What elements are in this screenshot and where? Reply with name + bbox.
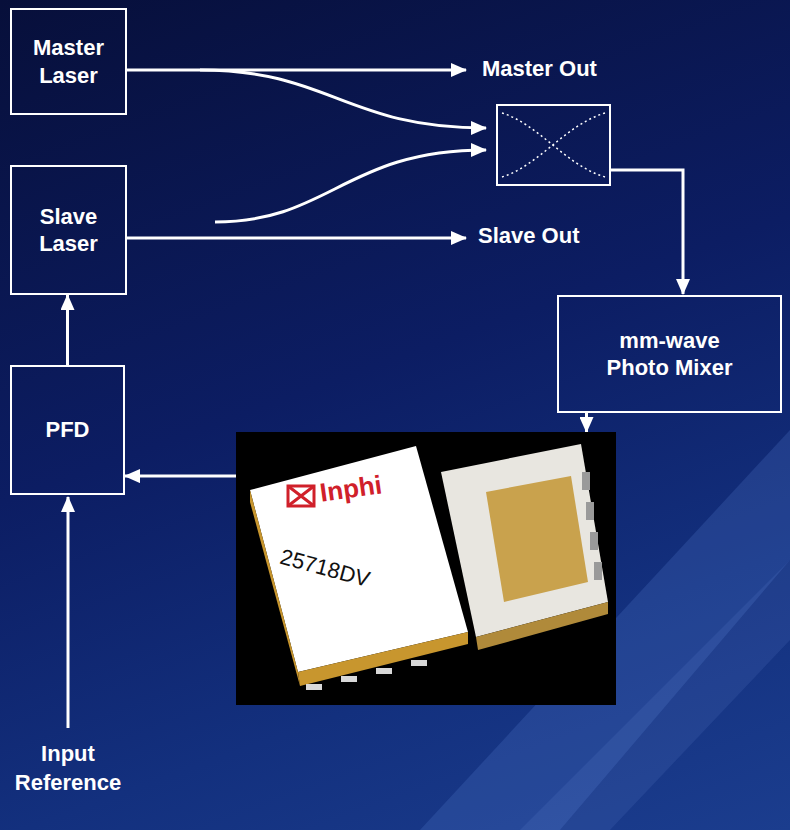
node-label: Slave Laser [16, 203, 121, 258]
reference-arrow [67, 497, 70, 728]
slave-out-arrow [125, 237, 466, 240]
signal-arrow [125, 475, 236, 478]
coupler-box [497, 105, 610, 185]
node-label: Master Laser [16, 34, 121, 89]
master-out-arrow [125, 69, 466, 72]
signal-arrow [66, 295, 69, 365]
node-label: PFD [46, 416, 90, 444]
output-label: Master Out [482, 55, 597, 84]
slave-tap-path [215, 150, 486, 222]
chip-photo: Inphi25718DV [236, 432, 616, 705]
signal-arrow [585, 413, 588, 432]
laser-box: Slave Laser [10, 165, 127, 295]
output-label: Slave Out [478, 222, 579, 251]
photo-mixer-box: mm-wave Photo Mixer [557, 295, 782, 413]
node-label: mm-wave Photo Mixer [595, 327, 745, 382]
coupler-path [502, 113, 605, 177]
input-label: Input Reference [8, 740, 128, 797]
coupler-path [502, 113, 605, 177]
coupler-to-mixer-arrow [610, 170, 683, 294]
pfd-box: PFD [10, 365, 125, 495]
master-tap-path [200, 70, 486, 128]
laser-box: Master Laser [10, 8, 127, 115]
